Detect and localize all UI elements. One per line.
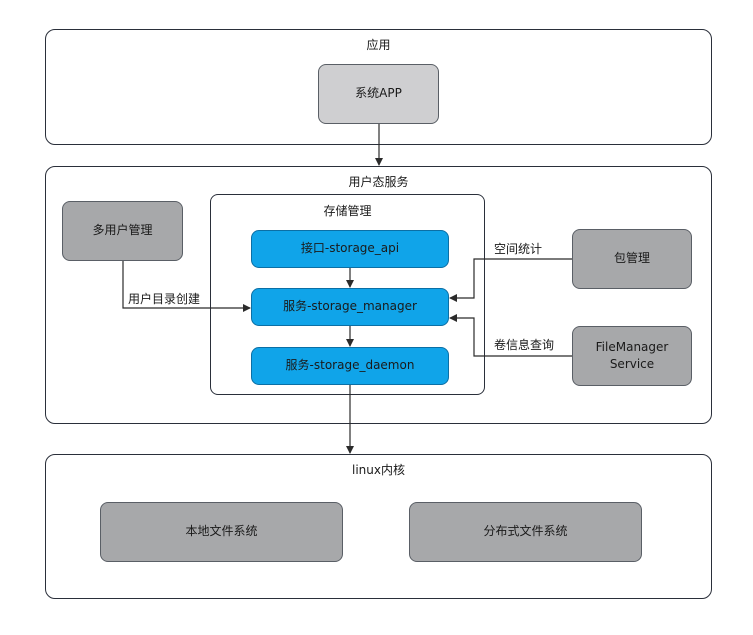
system-app-node: 系统APP: [318, 64, 439, 124]
file-manager-service-label: FileManager Service: [595, 339, 669, 371]
app-layer-title: 应用: [366, 38, 391, 52]
storage-daemon-label: 服务-storage_daemon: [285, 358, 415, 373]
userspace-layer-title: 用户态服务: [348, 175, 409, 189]
distributed-fs-node: 分布式文件系统: [409, 502, 642, 562]
file-manager-service-node: FileManager Service: [572, 326, 692, 386]
storage-api-node: 接口-storage_api: [251, 230, 449, 268]
kernel-layer-title: linux内核: [352, 463, 405, 477]
storage-daemon-node: 服务-storage_daemon: [251, 347, 449, 385]
system-app-label: 系统APP: [355, 86, 402, 101]
package-manager-label: 包管理: [613, 251, 650, 266]
volume-query-label: 卷信息查询: [494, 338, 555, 352]
distributed-fs-label: 分布式文件系统: [483, 524, 568, 539]
package-manager-node: 包管理: [572, 229, 692, 289]
multi-user-management-label: 多用户管理: [92, 223, 153, 238]
storage-management-title: 存储管理: [323, 204, 372, 218]
local-fs-node: 本地文件系统: [100, 502, 343, 562]
local-fs-label: 本地文件系统: [185, 524, 258, 539]
user-dir-create-label: 用户目录创建: [128, 292, 201, 306]
space-stats-label: 空间统计: [494, 242, 543, 256]
multi-user-management-node: 多用户管理: [62, 201, 183, 261]
storage-manager-node: 服务-storage_manager: [251, 288, 449, 326]
storage-manager-label: 服务-storage_manager: [283, 299, 417, 314]
storage-api-label: 接口-storage_api: [300, 241, 400, 256]
